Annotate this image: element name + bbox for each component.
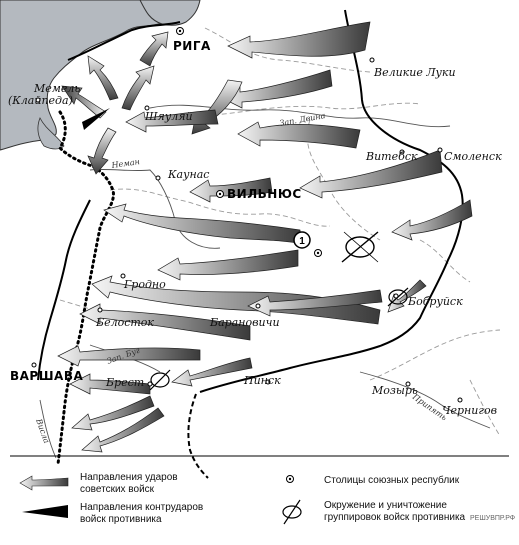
rivers [39, 104, 491, 459]
watermark: РЕШУВПР.РФ [470, 515, 515, 522]
label-velikie-luki: Великие Луки [373, 66, 456, 79]
dot-in-circle-icon [216, 190, 224, 198]
city-points [31, 27, 463, 403]
soviet-arrow [91, 275, 381, 325]
gradient-arrow-icon [19, 475, 69, 491]
label-pinsk: Пинск [243, 374, 281, 387]
label-smolensk: Смоленск [444, 150, 502, 163]
soviet-arrow [171, 357, 253, 387]
river-neman: Неман [110, 157, 140, 170]
city-dot [265, 379, 271, 385]
label-baranovichi: Барановичи [209, 316, 280, 329]
soviet-arrow [189, 177, 273, 203]
border-line-solid [37, 9, 464, 393]
label-belostok: Белосток [95, 316, 154, 329]
label-memel: Мемель [33, 82, 80, 95]
city-dot [393, 293, 399, 299]
legend-soviet-2: советских войск [80, 484, 155, 495]
encirclement-brest [149, 369, 171, 391]
city-dot [399, 149, 405, 155]
dot-in-circle-icon [176, 27, 184, 35]
encirclement-vitebsk [341, 231, 379, 263]
soviet-arrow [139, 31, 169, 67]
legend-enemy-2: войск противника [80, 514, 162, 525]
black-wedge-icon [22, 505, 68, 518]
label-kaunas: Каунас [167, 168, 209, 181]
label-shyaulyay: Шяуляй [144, 110, 193, 123]
soviet-arrow [191, 79, 243, 135]
soviet-arrow [103, 203, 303, 245]
border-line-dashed [187, 393, 209, 479]
crossed-oval-icon [282, 499, 302, 525]
gulf-of-riga [139, 0, 201, 26]
curonian-spit [37, 117, 65, 150]
soviet-arrow [79, 303, 251, 341]
label-vitebsk: Витебск [365, 150, 418, 163]
soviet-arrow [57, 345, 201, 367]
soviet-arrow [125, 109, 219, 133]
river-visla: Висла [34, 417, 52, 445]
soviet-arrow [299, 149, 443, 199]
soviet-arrow [87, 55, 119, 101]
soviet-arrow [247, 289, 383, 317]
legend-encirclement-1: Окружение и уничтожение [324, 500, 447, 511]
city-dot [31, 362, 37, 368]
soviet-arrow [237, 121, 361, 149]
city-dot [457, 397, 463, 403]
soviet-arrow [71, 395, 155, 431]
marker-1: 1 [293, 231, 311, 249]
label-vilnius: ВИЛЬНЮС [227, 187, 302, 201]
city-dot [369, 57, 375, 63]
svg-text:1: 1 [299, 236, 305, 247]
city-dot [97, 307, 103, 313]
soviet-arrow [61, 85, 107, 119]
label-chernigov: Чернигов [442, 404, 497, 417]
soviet-arrow [87, 127, 117, 175]
dot-in-circle-icon [286, 475, 294, 483]
soviet-arrow [227, 21, 371, 59]
label-klaipeda: (Клайпеда) [8, 94, 73, 107]
border-line-dotted [56, 110, 115, 466]
legend-soviet-1: Направления ударов [80, 472, 178, 483]
soviet-strike-arrows [57, 21, 473, 453]
label-mozyr: Мозырь [371, 384, 418, 397]
label-riga: РИГА [173, 39, 211, 53]
city-dot [255, 303, 261, 309]
soviet-arrow [81, 407, 165, 453]
label-varshava: ВАРШАВА [10, 369, 83, 383]
soviet-arrow [221, 69, 333, 109]
city-labels: РИГА Великие Луки Мемель (Клайпеда) Шяул… [8, 39, 502, 417]
city-dot [35, 97, 41, 103]
legend-encirclement-2: группировок войск противника [324, 512, 466, 523]
soviet-arrow [391, 199, 473, 241]
soviet-arrow [157, 249, 299, 281]
label-grodno: Гродно [123, 278, 166, 291]
legend-capitals: Столицы союзных республик [324, 474, 460, 486]
city-dot [155, 175, 161, 181]
city-dot [405, 381, 411, 387]
label-bobruysk: Бобруйск [407, 295, 463, 308]
legend: Направления ударов советских войск Напра… [10, 455, 515, 525]
soviet-arrow [69, 373, 151, 395]
dot-in-circle-icon [314, 249, 322, 257]
city-dot [120, 273, 126, 279]
city-dot [437, 147, 443, 153]
city-dot [144, 105, 150, 111]
soviet-arrow [121, 65, 155, 111]
legend-enemy-1: Направления контрударов [80, 502, 203, 513]
enemy-counter-arrow [82, 108, 110, 130]
label-brest: Брест [105, 376, 144, 389]
city-dot [147, 381, 153, 387]
